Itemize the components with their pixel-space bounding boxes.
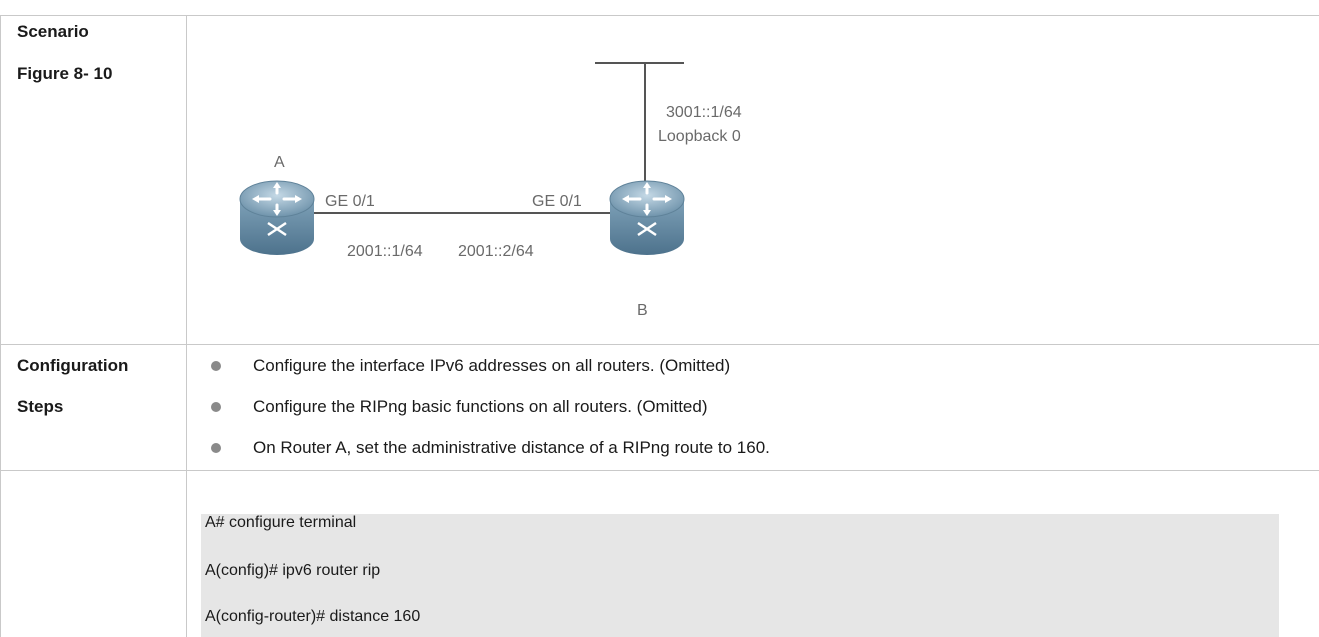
bullet-icon — [211, 443, 221, 453]
config-step-2: Configure the RIPng basic functions on a… — [205, 397, 708, 417]
config-step-text: Configure the RIPng basic functions on a… — [253, 397, 708, 416]
command-line-3: A(config-router)# distance 160 — [205, 608, 421, 625]
row-divider-1 — [0, 344, 1319, 345]
bullet-icon — [211, 402, 221, 412]
router-a-address: 2001::1/64 — [347, 243, 423, 260]
command-line-1: A# configure terminal — [205, 514, 357, 531]
router-b-name: B — [637, 302, 648, 319]
loopback-address: 3001::1/64 — [666, 104, 742, 121]
bullet-icon — [211, 361, 221, 371]
config-step-1: Configure the interface IPv6 addresses o… — [205, 356, 730, 376]
command-line-2: A(config)# ipv6 router rip — [205, 562, 381, 579]
scenario-label: Scenario — [17, 22, 89, 41]
row-divider-2 — [0, 470, 1319, 471]
network-topology-diagram: A GE 0/1 2001::1/64 GE 0/1 2001::2/64 B … — [239, 62, 742, 319]
router-a-icon — [239, 180, 315, 255]
config-step-text: Configure the interface IPv6 addresses o… — [253, 356, 731, 375]
router-a-name: A — [274, 154, 285, 171]
router-b-interface: GE 0/1 — [532, 193, 582, 210]
config-step-text: On Router A, set the administrative dist… — [253, 438, 770, 457]
router-b-address: 2001::2/64 — [458, 243, 534, 260]
loopback-name: Loopback 0 — [658, 128, 741, 145]
config-step-3: On Router A, set the administrative dist… — [205, 438, 770, 458]
table-top-border — [0, 15, 1319, 16]
table-left-border — [0, 15, 1, 637]
command-block: A# configure terminal A(config)# ipv6 ro… — [201, 514, 1279, 637]
router-a-interface: GE 0/1 — [325, 193, 375, 210]
router-b-icon — [609, 180, 685, 255]
configuration-label: Configuration — [17, 356, 129, 375]
figure-label: Figure 8- 10 — [17, 64, 113, 83]
steps-label: Steps — [17, 397, 64, 416]
column-divider — [186, 15, 187, 637]
